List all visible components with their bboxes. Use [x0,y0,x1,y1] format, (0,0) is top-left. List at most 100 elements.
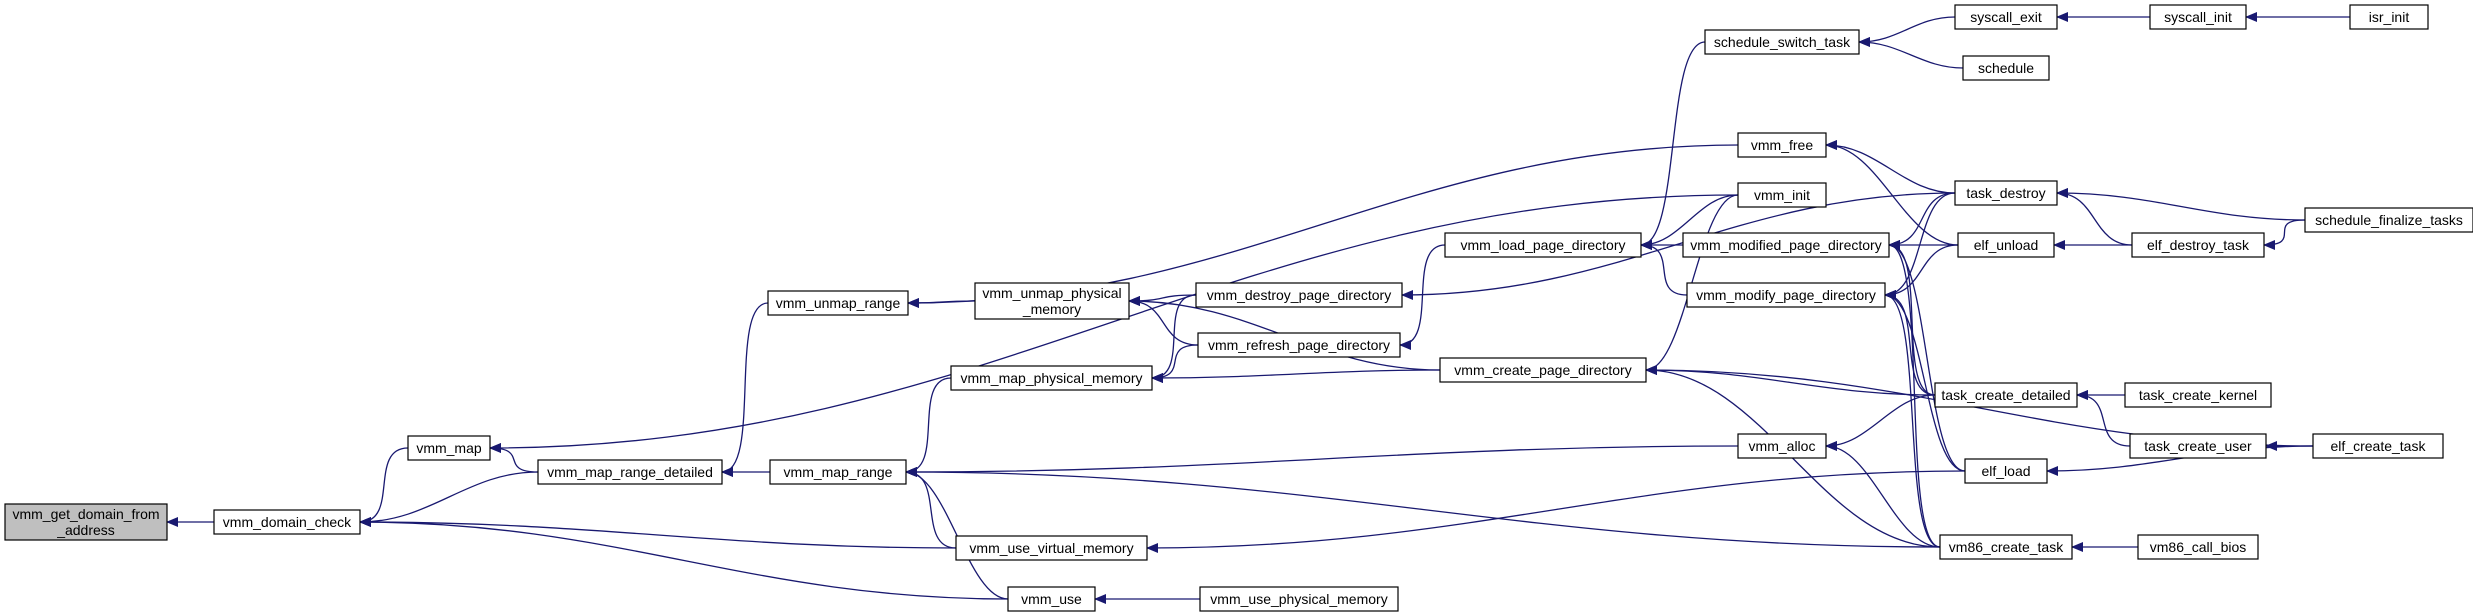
node-label: task_create_detailed [1941,387,2070,403]
node-box [1934,382,2078,408]
edge-vmm_map_range-vmm_alloc [905,445,1739,477]
node-syscall-exit[interactable]: syscall_exit [1954,4,2058,30]
edge-vmm_alloc-task_create_detailed [1825,394,1936,451]
node-label: _address [56,522,115,538]
node-box [1957,232,2055,258]
node-label: elf_destroy_task [2147,237,2250,253]
node-vmm-load-page-directory[interactable]: vmm_load_page_directory [1444,232,1642,258]
node-label: vmm_load_page_directory [1461,237,1626,253]
node-elf-destroy-task[interactable]: elf_destroy_task [2131,232,2265,258]
edge-vmm_domain_check-vmm_use_virtual_memory [359,517,957,549]
node-label: syscall_init [2164,9,2232,25]
node-box [1737,182,1827,208]
node-elf-unload[interactable]: elf_unload [1957,232,2055,258]
node-vmm-use-virtual-memory[interactable]: vmm_use_virtual_memory [955,535,1148,561]
node-vmm-map[interactable]: vmm_map [407,435,491,461]
edge-task_create_detailed-task_create_user [2076,390,2131,447]
node-vmm-init[interactable]: vmm_init [1737,182,1827,208]
node-vm86-create-task[interactable]: vm86_create_task [1939,534,2073,560]
node-label: elf_load [1981,463,2030,479]
node-box [1439,357,1647,383]
node-schedule-switch-task[interactable]: schedule_switch_task [1704,29,1860,55]
edge-vmm_modified_page_directory-task_destroy [1888,192,1956,250]
edge-task_destroy-elf_destroy_task [2056,188,2133,246]
node-label: vmm_unmap_physical [982,285,1121,301]
node-vmm-refresh-page-directory[interactable]: vmm_refresh_page_directory [1197,332,1401,358]
node-box [2304,207,2473,233]
edge-vmm_refresh_page_directory-vmm_load_page_directory [1399,244,1446,350]
edge-vmm_modify_page_directory-task_create_detailed [1884,290,1936,396]
node-box [1737,132,1827,158]
node-vmm-unmap-physical-memory[interactable]: vmm_unmap_physical_memory [974,282,1130,320]
node-vmm-map-physical-memory[interactable]: vmm_map_physical_memory [950,365,1153,391]
node-vmm-map-range[interactable]: vmm_map_range [769,459,907,485]
edge-vmm_load_page_directory-vmm_modify_page_directory [1640,240,1688,296]
edge-vmm_alloc-vm86_create_task [1825,441,1941,548]
node-vm86-call-bios[interactable]: vm86_call_bios [2137,534,2259,560]
node-box [1199,586,1399,612]
node-label: vmm_modify_page_directory [1696,287,1876,303]
node-vmm-unmap-range[interactable]: vmm_unmap_range [767,290,909,316]
node-task-create-kernel[interactable]: task_create_kernel [2124,382,2272,408]
node-vmm-free[interactable]: vmm_free [1737,132,1827,158]
edge-vmm_map_physical_memory-vmm_create_page_directory [1151,369,1441,383]
node-box [1195,282,1403,308]
node-label: schedule_switch_task [1714,34,1851,50]
edge-vmm_domain_check-vmm_map [359,447,409,527]
edge-vmm_load_page_directory-schedule_switch_task [1640,41,1706,250]
node-label: vm86_create_task [1949,539,2064,555]
node-vmm-create-page-directory[interactable]: vmm_create_page_directory [1439,357,1647,383]
node-task-create-detailed[interactable]: task_create_detailed [1934,382,2078,408]
edge-vmm_destroy_page_directory-task_destroy [1401,192,1956,300]
node-schedule-finalize-tasks[interactable]: schedule_finalize_tasks [2304,207,2473,233]
edge-schedule_switch_task-syscall_exit [1858,16,1956,47]
node-schedule[interactable]: schedule [1962,55,2050,81]
node-vmm-alloc[interactable]: vmm_alloc [1737,433,1827,459]
edge-vmm_map_range-vmm_map_physical_memory [905,377,952,477]
node-box [1704,29,1860,55]
node-elf-create-task[interactable]: elf_create_task [2312,433,2444,459]
edge-vmm_map-vmm_map_range_detailed [489,443,539,473]
node-task-destroy[interactable]: task_destroy [1954,180,2058,206]
node-isr-init[interactable]: isr_init [2349,4,2429,30]
node-task-create-user[interactable]: task_create_user [2129,433,2267,459]
node-box [2312,433,2444,459]
node-label: task_create_kernel [2139,387,2257,403]
edge-vmm_domain_check-vmm_use [359,517,1009,600]
node-vmm-use-physical-memory[interactable]: vmm_use_physical_memory [1199,586,1399,612]
node-box [1954,180,2058,206]
node-box [4,503,168,541]
node-vmm-destroy-page-directory[interactable]: vmm_destroy_page_directory [1195,282,1403,308]
node-label: vmm_map [416,440,482,456]
node-label: vmm_unmap_range [776,295,901,311]
node-box [1686,282,1886,308]
node-box [1954,4,2058,30]
node-label: vmm_free [1751,137,1813,153]
node-box [1737,433,1827,459]
edge-vmm_map_range-vm86_create_task [905,467,1941,548]
node-label: vm86_call_bios [2150,539,2247,555]
node-vmm-domain-check[interactable]: vmm_domain_check [213,509,361,535]
node-box [2131,232,2265,258]
node-label: vmm_domain_check [223,514,352,530]
node-vmm-use[interactable]: vmm_use [1007,586,1096,612]
node-root[interactable]: vmm_get_domain_from_address [4,503,168,541]
edge-vmm_modify_page_directory-elf_unload [1884,244,1959,300]
node-box [1962,55,2050,81]
edge-vmm_map_range_detailed-vmm_unmap_range [721,302,769,477]
edge-vmm_free-task_destroy [1825,140,1956,194]
node-label: elf_unload [1974,237,2039,253]
node-box [950,365,1153,391]
node-label: vmm_use_virtual_memory [969,540,1133,556]
edge-schedule_switch_task-schedule [1858,37,1964,69]
node-vmm-modified-page-directory[interactable]: vmm_modified_page_directory [1682,232,1890,258]
edge-vmm_modify_page_directory-task_destroy [1884,192,1956,300]
edge-vmm_map_range-vmm_use_virtual_memory [905,467,957,549]
node-box [2137,534,2259,560]
node-label: vmm_create_page_directory [1454,362,1631,378]
node-vmm-modify-page-directory[interactable]: vmm_modify_page_directory [1686,282,1886,308]
node-elf-load[interactable]: elf_load [1964,458,2048,484]
node-label: vmm_modified_page_directory [1690,237,1881,253]
node-vmm-map-range-detailed[interactable]: vmm_map_range_detailed [537,459,723,485]
node-syscall-init[interactable]: syscall_init [2149,4,2247,30]
